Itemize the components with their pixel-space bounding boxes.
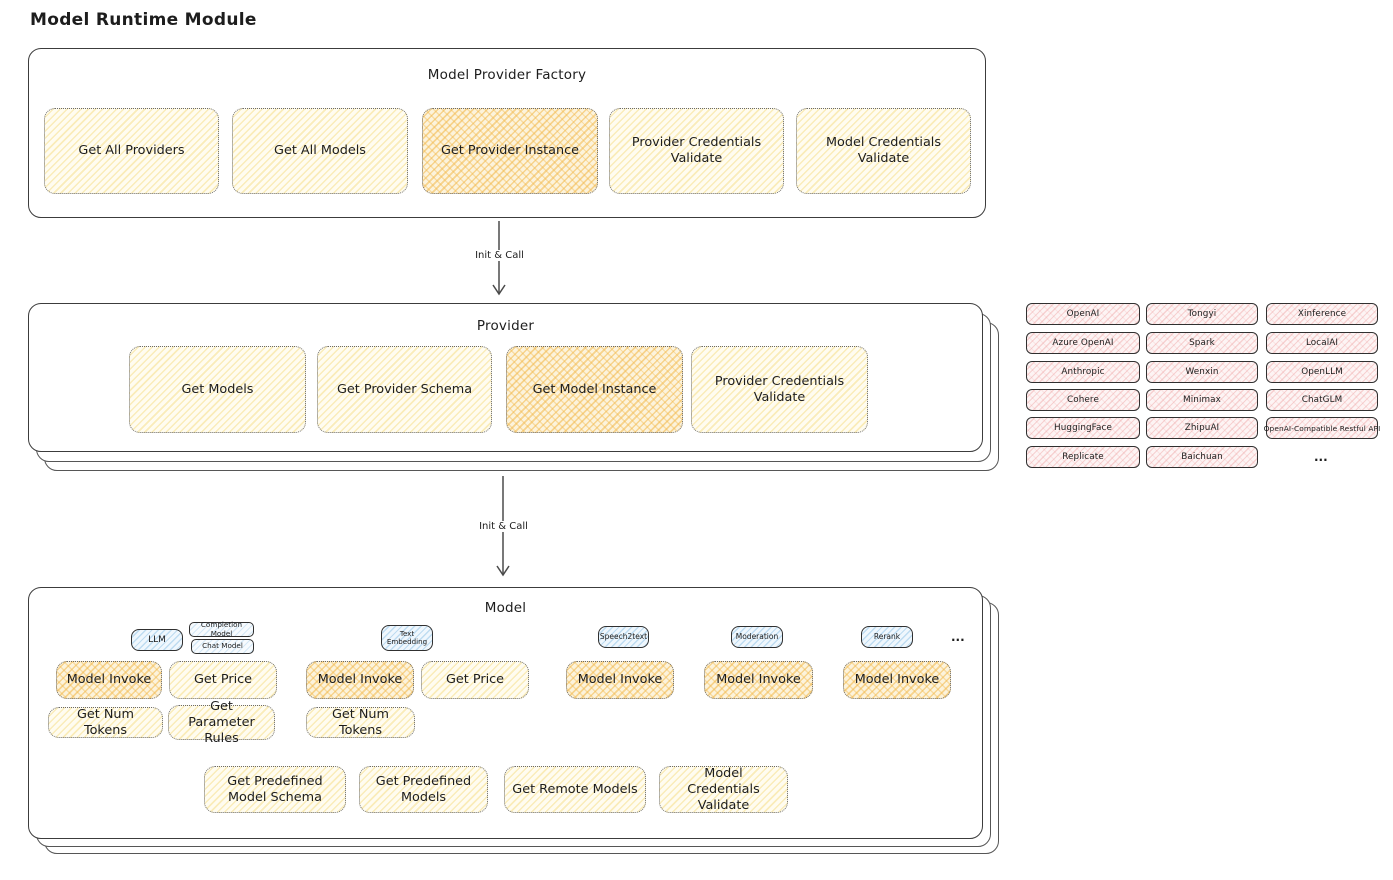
node-get-all-providers: Get All Providers xyxy=(44,108,219,194)
provider-chip-chatglm: ChatGLM xyxy=(1266,389,1378,411)
provider-chip-cohere: Cohere xyxy=(1026,389,1140,411)
node-get-all-models: Get All Models xyxy=(232,108,408,194)
node-model-credentials-validate: Model Credentials Validate xyxy=(796,108,971,194)
init-call-label-1: Init & Call xyxy=(462,250,537,261)
provider-chip-zhipuai: ZhipuAI xyxy=(1146,417,1258,439)
provider-chip-replicate: Replicate xyxy=(1026,446,1140,468)
node-model-invoke-moderation: Model Invoke xyxy=(704,661,813,699)
node-get-predefined-models: Get Predefined Models xyxy=(359,766,488,813)
provider-chip-anthropic: Anthropic xyxy=(1026,361,1140,383)
provider-container: Provider Get Models Get Provider Schema … xyxy=(28,303,983,452)
tag-llm: LLM xyxy=(131,629,183,651)
tag-completion-model: Completion Model xyxy=(189,621,254,637)
tag-rerank: Rerank xyxy=(861,626,913,648)
node-model-invoke-llm: Model Invoke xyxy=(56,661,162,699)
model-tags-ellipsis: ... xyxy=(951,630,965,644)
node-get-price-embedding: Get Price xyxy=(421,661,529,699)
tag-speech2text: Speech2text xyxy=(598,626,649,648)
factory-title: Model Provider Factory xyxy=(427,67,587,83)
provider-chip-minimax: Minimax xyxy=(1146,389,1258,411)
provider-chip-openai: OpenAI xyxy=(1026,303,1140,325)
node-get-parameter-rules: Get Parameter Rules xyxy=(168,699,275,746)
node-get-provider-instance: Get Provider Instance xyxy=(422,108,598,194)
provider-chip-spark: Spark xyxy=(1146,332,1258,354)
page-title: Model Runtime Module xyxy=(30,10,257,30)
provider-chip-xinference: Xinference xyxy=(1266,303,1378,325)
provider-chip-azure-openai: Azure OpenAI xyxy=(1026,332,1140,354)
provider-chip-huggingface: HuggingFace xyxy=(1026,417,1140,439)
providers-ellipsis: ... xyxy=(1314,450,1328,464)
node-get-num-tokens-llm: Get Num Tokens xyxy=(48,707,163,738)
node-get-model-instance: Get Model Instance xyxy=(506,346,683,433)
provider-chip-tongyi: Tongyi xyxy=(1146,303,1258,325)
node-model-invoke-embedding: Model Invoke xyxy=(306,661,414,699)
tag-chat-model: Chat Model xyxy=(191,639,254,654)
init-call-label-2: Init & Call xyxy=(466,521,541,532)
provider-chip-baichuan: Baichuan xyxy=(1146,446,1258,468)
node-get-remote-models: Get Remote Models xyxy=(504,766,646,813)
provider-title: Provider xyxy=(476,318,535,334)
node-get-models: Get Models xyxy=(129,346,306,433)
tag-text-embedding: Text Embedding xyxy=(381,625,433,651)
factory-container: Model Provider Factory Get All Providers… xyxy=(28,48,986,218)
model-title: Model xyxy=(484,600,527,616)
provider-chip-openai-compatible-restful-api: OpenAI-Compatible Restful API xyxy=(1264,417,1380,439)
provider-chip-localai: LocalAI xyxy=(1266,332,1378,354)
node-model-invoke-speech2text: Model Invoke xyxy=(566,661,674,699)
provider-chip-openllm: OpenLLM xyxy=(1266,361,1378,383)
node-provider-credentials-validate-2: Provider Credentials Validate xyxy=(691,346,868,433)
node-model-credentials-validate-2: Model Credentials Validate xyxy=(659,766,788,813)
node-get-provider-schema: Get Provider Schema xyxy=(317,346,492,433)
provider-chip-wenxin: Wenxin xyxy=(1146,361,1258,383)
model-container: Model LLM Completion Model Chat Model Te… xyxy=(28,587,983,839)
node-model-invoke-rerank: Model Invoke xyxy=(843,661,951,699)
node-get-predefined-model-schema: Get Predefined Model Schema xyxy=(204,766,346,813)
tag-moderation: Moderation xyxy=(731,626,783,648)
node-get-num-tokens-embedding: Get Num Tokens xyxy=(306,707,415,738)
node-provider-credentials-validate: Provider Credentials Validate xyxy=(609,108,784,194)
node-get-price-llm: Get Price xyxy=(169,661,277,699)
